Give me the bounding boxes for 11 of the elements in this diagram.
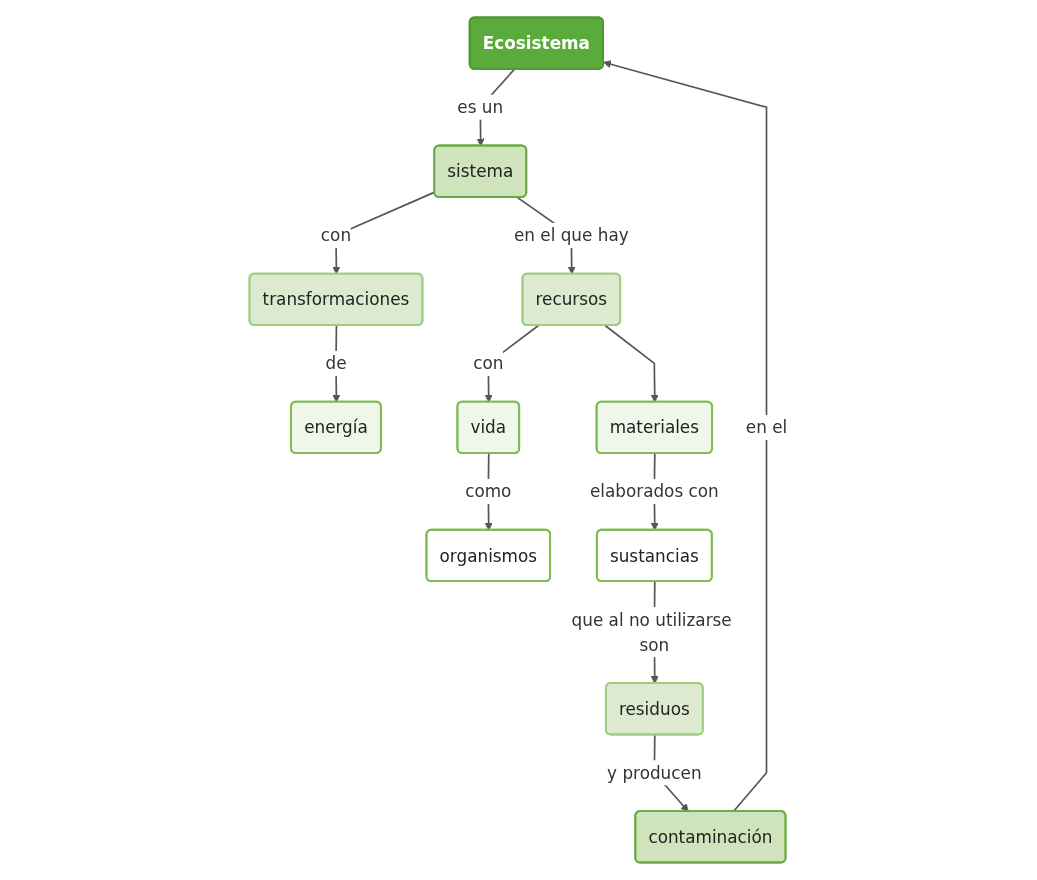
edge-label: como (465, 481, 512, 502)
edge-label: y producen (607, 762, 702, 783)
edge-label: que al no utilizarse son (571, 609, 732, 655)
edge-label: en el que hay (514, 225, 629, 246)
edge-label: en el (745, 417, 788, 438)
arrow (604, 324, 659, 403)
edge-label: elaborados con (590, 481, 719, 502)
edge-label: con (321, 225, 352, 246)
edge-label: de (325, 353, 347, 374)
edge-label: con (473, 353, 504, 374)
edge-label: es un (457, 97, 504, 118)
